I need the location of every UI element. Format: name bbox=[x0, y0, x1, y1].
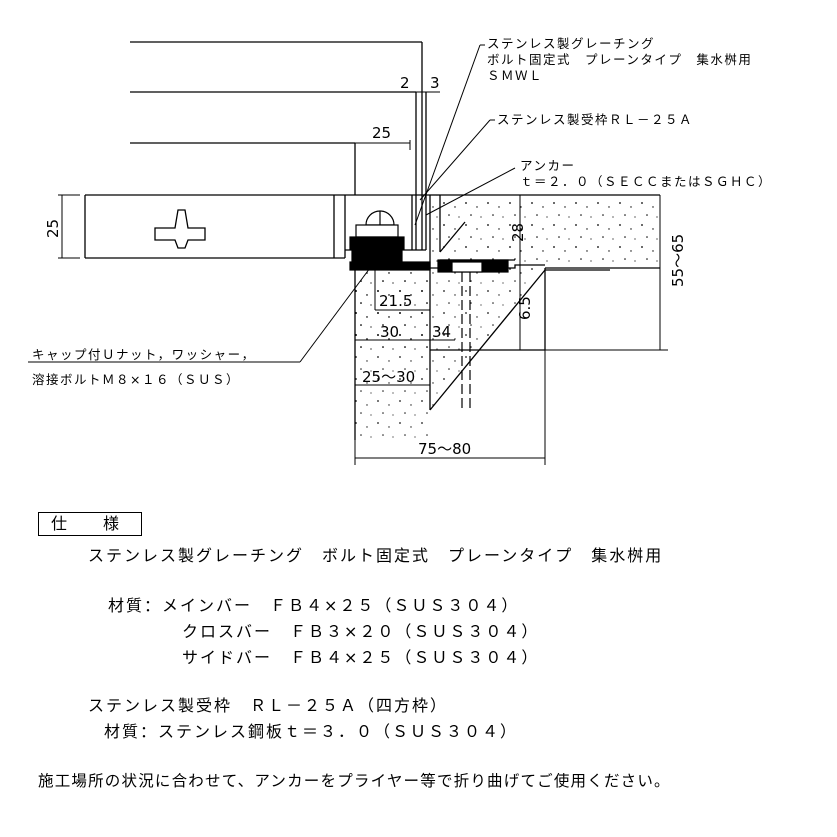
dim-3: 3 bbox=[430, 74, 440, 92]
label-nut-1: キャップ付Ｕナット，ワッシャー， bbox=[32, 347, 256, 362]
dim-25-30: 25～30 bbox=[362, 368, 415, 386]
dim-75-80: 75～80 bbox=[418, 440, 471, 458]
dim-21-5: 21.5 bbox=[379, 292, 412, 310]
label-grating-2: ボルト固定式 プレーンタイプ 集水桝用 bbox=[487, 52, 752, 67]
label-anchor-1: アンカー bbox=[520, 158, 576, 173]
dim-2: 2 bbox=[400, 74, 410, 92]
spec-header: 仕 様 bbox=[38, 512, 142, 536]
spec-material-main: 材質：メインバー ＦＢ４×２５（ＳＵＳ３０４） bbox=[108, 596, 520, 615]
section-drawing: 2 3 25 25 28 55～65 21.5 6.5 30 34 25～30 … bbox=[28, 36, 772, 465]
spec-product: ステンレス製グレーチング ボルト固定式 プレーンタイプ 集水桝用 bbox=[88, 546, 664, 565]
dim-28: 28 bbox=[509, 223, 527, 242]
dim-25-left: 25 bbox=[44, 219, 62, 238]
leader-lines bbox=[28, 44, 516, 363]
dim-55-65: 55～65 bbox=[669, 234, 687, 287]
dim-6-5: 6.5 bbox=[516, 296, 534, 320]
label-grating-1: ステンレス製グレーチング bbox=[487, 36, 655, 51]
label-anchor-2: ｔ＝２．０（ＳＥＣＣまたはＳＧＨＣ） bbox=[520, 174, 772, 189]
label-grating-3: ＳＭＷＬ bbox=[487, 68, 543, 83]
label-frame: ステンレス製受枠ＲＬ－２５Ａ bbox=[497, 112, 693, 127]
dim-30: 30 bbox=[380, 323, 399, 341]
cross-bar bbox=[154, 209, 206, 249]
anchor-bolt bbox=[437, 259, 509, 410]
concrete-hatch bbox=[355, 195, 660, 440]
dimension-lines bbox=[58, 91, 668, 465]
cap-nut-icon bbox=[349, 210, 431, 271]
spec-note: 施工場所の状況に合わせて、アンカーをプライヤー等で折り曲げてご使用ください。 bbox=[38, 772, 671, 790]
spec-material-cross: クロスバー ＦＢ３×２０（ＳＵＳ３０４） bbox=[182, 622, 540, 641]
spec-material-side: サイドバー ＦＢ４×２５（ＳＵＳ３０４） bbox=[182, 648, 540, 667]
spec-frame-title: ステンレス製受枠 ＲＬ－２５Ａ（四方枠） bbox=[88, 696, 449, 715]
spec-frame-material: 材質：ステンレス鋼板ｔ＝３．０（ＳＵＳ３０４） bbox=[104, 722, 519, 741]
dim-25-top: 25 bbox=[372, 124, 391, 142]
label-nut-2: 溶接ボルトＭ８×１６（ＳＵＳ） bbox=[32, 372, 240, 387]
dim-34: 34 bbox=[432, 323, 451, 341]
